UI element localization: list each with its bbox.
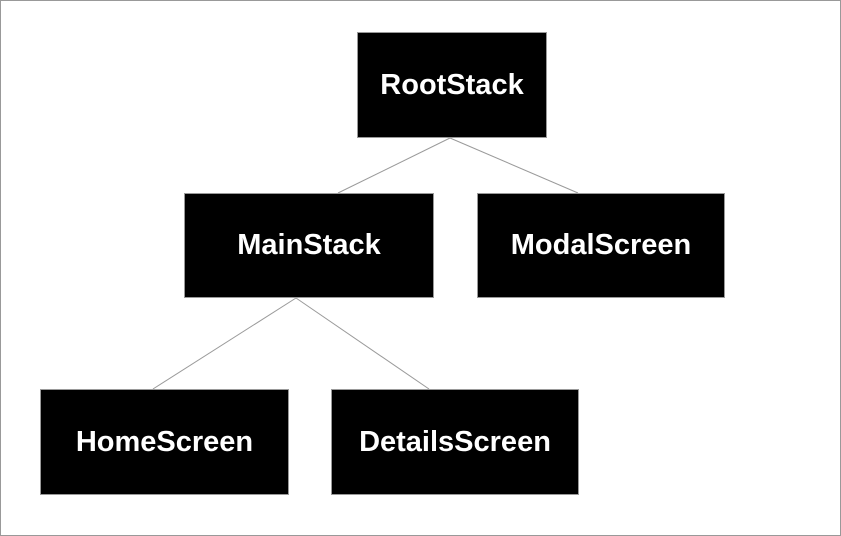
node-mainstack: MainStack [184,193,434,298]
node-label-mainstack: MainStack [237,229,381,261]
node-label-rootstack: RootStack [380,68,524,101]
node-label-modalscreen: ModalScreen [510,229,692,261]
node-rootstack: RootStack [357,32,547,138]
edge-mainstack-homescreen [152,297,297,390]
node-modalscreen: ModalScreen [477,193,725,298]
node-label-homescreen: HomeScreen [75,425,254,458]
node-detailsscreen: DetailsScreen [331,389,579,495]
edge-mainstack-detailsscreen [295,297,430,390]
edge-rootstack-mainstack [337,137,451,194]
node-label-detailsscreen: DetailsScreen [359,425,551,458]
edge-rootstack-modalscreen [449,137,579,194]
node-homescreen: HomeScreen [40,389,289,495]
